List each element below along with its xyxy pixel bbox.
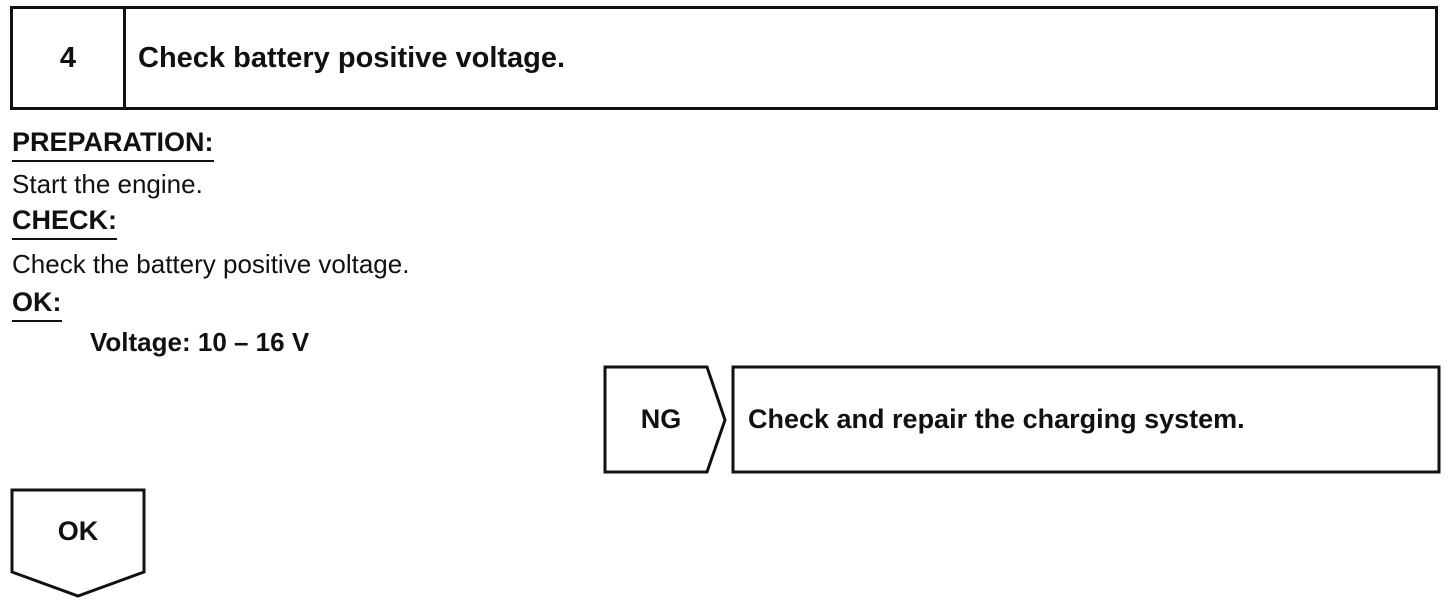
ok-label: OK bbox=[57, 515, 99, 546]
step-title: Check battery positive voltage. bbox=[138, 41, 566, 74]
check-text: Check the battery positive voltage. bbox=[12, 249, 410, 279]
step-number: 4 bbox=[13, 9, 126, 107]
check-heading: CHECK: bbox=[12, 204, 117, 240]
step-header: 4 Check battery positive voltage. bbox=[10, 6, 1438, 110]
voltage-spec: Voltage: 10 – 16 V bbox=[90, 327, 310, 357]
ng-action-text: Check and repair the charging system. bbox=[748, 404, 1245, 434]
ok-arrow-shape bbox=[10, 488, 146, 598]
preparation-heading: PREPARATION: bbox=[12, 126, 214, 162]
ng-result-box bbox=[731, 365, 1441, 474]
preparation-text: Start the engine. bbox=[12, 169, 203, 199]
ok-heading: OK: bbox=[12, 286, 62, 322]
ng-label: NG bbox=[640, 404, 682, 434]
ng-arrow-shape bbox=[603, 365, 727, 474]
